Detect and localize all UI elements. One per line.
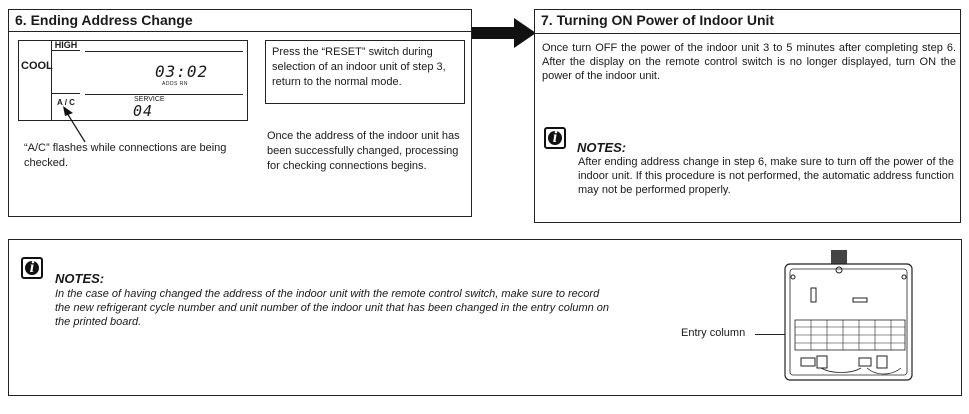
lcd-service-line — [85, 94, 243, 95]
section-title: 7. Turning ON Power of Indoor Unit — [541, 12, 775, 28]
lcd-fan-speed: HIGH — [52, 40, 80, 51]
section-header: 7. Turning ON Power of Indoor Unit — [535, 10, 960, 34]
lcd-mode: COOL — [21, 60, 53, 72]
lcd-service-label: SERVICE — [134, 96, 165, 103]
notes-title: NOTES: — [577, 140, 627, 155]
entry-column-label: Entry column — [681, 327, 746, 339]
info-icon: i — [21, 257, 43, 279]
lcd-address-sub: ADDS RN — [162, 81, 189, 87]
pointer-line-icon — [63, 106, 86, 143]
reset-note-box: Press the “RESET” switch during selectio… — [265, 40, 465, 104]
lcd-service-code: 04 — [133, 102, 154, 120]
lcd-ac-line — [52, 93, 80, 94]
section7-body: Once turn OFF the power of the indoor un… — [542, 42, 956, 82]
info-icon: i — [544, 127, 566, 149]
lcd-ac-label: A / C — [57, 98, 75, 107]
bottom-notes-panel: i NOTES: In the case of having changed t… — [8, 239, 962, 396]
lcd-address: 03:02 — [155, 62, 209, 81]
section-title: 6. Ending Address Change — [15, 12, 193, 28]
remote-lcd-display: COOL HIGH 03:02 ADDS RN A / C SERVICE 04 — [18, 40, 248, 121]
section-header: 6. Ending Address Change — [9, 10, 471, 32]
process-note: Once the address of the indoor unit has … — [267, 130, 460, 172]
notes-title: NOTES: — [55, 271, 105, 286]
lcd-divider — [51, 41, 52, 120]
ac-flash-note: “A/C” flashes while connections are bein… — [24, 142, 227, 169]
notes-text: After ending address change in step 6, m… — [578, 156, 954, 196]
notes-text: In the case of having changed the addres… — [55, 288, 610, 328]
section-turning-on-power: 7. Turning ON Power of Indoor Unit Once … — [534, 9, 961, 223]
lcd-segment-line — [85, 51, 243, 52]
entry-leader-line — [755, 334, 795, 335]
section-ending-address-change: 6. Ending Address Change COOL HIGH 03:02… — [8, 9, 472, 217]
printed-board-illustration — [784, 250, 913, 381]
arrow-right-icon — [472, 18, 536, 48]
